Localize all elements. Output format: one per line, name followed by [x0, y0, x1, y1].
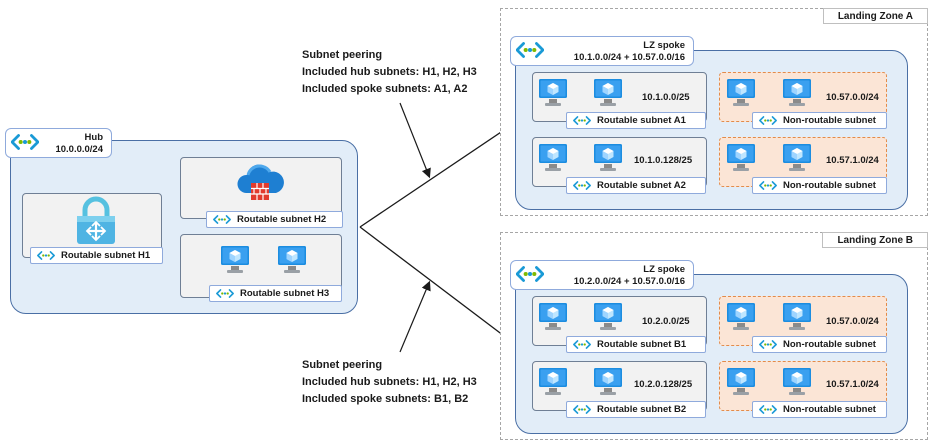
hub-to-spoke-b-line	[359, 226, 517, 346]
peering-a-spoke-subnets: Included spoke subnets: A1, A2	[302, 83, 468, 95]
subnet-label-a2: Routable subnet A2	[566, 177, 706, 194]
peering-a-title: Subnet peering	[302, 49, 383, 61]
subnet-name: Routable subnet H2	[237, 214, 327, 225]
subnet-cidr: 10.2.0.0/25	[642, 316, 690, 327]
subnet-name: Routable subnet H3	[240, 288, 330, 299]
virtual-network-icon	[759, 405, 777, 414]
virtual-network-icon	[11, 133, 39, 151]
subnet-label-h3: Routable subnet H3	[209, 285, 342, 302]
spoke-address: 10.2.0.0/24 + 10.57.0.0/16	[573, 276, 685, 287]
hub-address: 10.0.0.0/24	[55, 144, 103, 155]
peering-a-arrow	[399, 102, 431, 179]
subnet-label-b2: Routable subnet B2	[566, 401, 706, 418]
subnet-cidr: 10.57.1.0/24	[826, 379, 879, 390]
hub-vnet-header: Hub 10.0.0.0/24	[5, 128, 112, 158]
subnet-label-b1: Routable subnet B1	[566, 336, 706, 353]
peering-b-title: Subnet peering	[302, 359, 383, 371]
virtual-machine-icon	[593, 78, 623, 108]
virtual-machine-icon	[782, 302, 812, 332]
virtual-network-icon	[573, 405, 591, 414]
virtual-machine-icon	[782, 143, 812, 173]
subnet-cidr: 10.1.0.0/25	[642, 92, 690, 103]
subnet-label-a1: Routable subnet A1	[566, 112, 706, 129]
subnet-cidr: 10.1.0.128/25	[634, 155, 693, 166]
virtual-machine-icon	[277, 245, 307, 275]
subnet-name: Non-routable subnet	[783, 404, 876, 415]
virtual-network-icon	[573, 340, 591, 349]
virtual-network-icon	[573, 116, 591, 125]
virtual-machine-icon	[538, 78, 568, 108]
virtual-machine-icon	[538, 302, 568, 332]
subnet-name: Routable subnet B1	[597, 339, 687, 350]
peering-a-text: Subnet peering Included hub subnets: H1,…	[302, 47, 477, 98]
peering-b-arrow	[399, 280, 431, 353]
virtual-network-icon	[213, 215, 231, 224]
spoke-name: LZ spoke	[643, 264, 685, 275]
subnet-label-h1: Routable subnet H1	[30, 247, 163, 264]
subnet-name: Non-routable subnet	[783, 180, 876, 191]
subnet-cidr: 10.57.0.0/24	[826, 316, 879, 327]
peering-b-text: Subnet peering Included hub subnets: H1,…	[302, 357, 477, 408]
virtual-network-icon	[759, 181, 777, 190]
lz-a-spoke-header: LZ spoke 10.1.0.0/24 + 10.57.0.0/16	[510, 36, 694, 66]
virtual-machine-icon	[593, 302, 623, 332]
subnet-cidr: 10.2.0.128/25	[634, 379, 693, 390]
subnet-label-nonroutable: Non-routable subnet	[752, 112, 887, 129]
virtual-network-icon	[37, 251, 55, 260]
peering-b-spoke-subnets: Included spoke subnets: B1, B2	[302, 393, 469, 405]
virtual-machine-icon	[220, 245, 250, 275]
subnet-name: Routable subnet B2	[597, 404, 687, 415]
lz-b-spoke-header: LZ spoke 10.2.0.0/24 + 10.57.0.0/16	[510, 260, 694, 290]
virtual-machine-icon	[593, 143, 623, 173]
virtual-network-icon	[516, 41, 544, 59]
virtual-machine-icon	[782, 367, 812, 397]
virtual-machine-icon	[726, 143, 756, 173]
subnet-name: Routable subnet H1	[61, 250, 151, 261]
peering-a-hub-subnets: Included hub subnets: H1, H2, H3	[302, 66, 477, 78]
spoke-address: 10.1.0.0/24 + 10.57.0.0/16	[573, 52, 685, 63]
subnet-cidr: 10.57.0.0/24	[826, 92, 879, 103]
virtual-network-icon	[759, 340, 777, 349]
subnet-name: Non-routable subnet	[783, 115, 876, 126]
virtual-machine-icon	[593, 367, 623, 397]
subnet-label-nonroutable: Non-routable subnet	[752, 177, 887, 194]
virtual-network-icon	[573, 181, 591, 190]
subnet-label-nonroutable: Non-routable subnet	[752, 401, 887, 418]
virtual-machine-icon	[726, 367, 756, 397]
virtual-machine-icon	[538, 367, 568, 397]
virtual-machine-icon	[782, 78, 812, 108]
subnet-label-nonroutable: Non-routable subnet	[752, 336, 887, 353]
virtual-machine-icon	[538, 143, 568, 173]
subnet-label-h2: Routable subnet H2	[206, 211, 343, 228]
firewall-icon	[237, 164, 284, 200]
landing-zone-b-title: Landing Zone B	[822, 232, 928, 248]
virtual-network-icon	[759, 116, 777, 125]
subnet-name: Routable subnet A1	[597, 115, 686, 126]
virtual-network-icon	[516, 265, 544, 283]
landing-zone-a-title: Landing Zone A	[822, 8, 928, 24]
virtual-machine-icon	[726, 78, 756, 108]
subnet-cidr: 10.57.1.0/24	[826, 155, 879, 166]
peering-b-hub-subnets: Included hub subnets: H1, H2, H3	[302, 376, 477, 388]
vpn-gateway-icon	[77, 196, 115, 244]
subnet-name: Routable subnet A2	[597, 180, 686, 191]
virtual-machine-icon	[726, 302, 756, 332]
subnet-name: Non-routable subnet	[783, 339, 876, 350]
hub-name: Hub	[84, 132, 103, 143]
hub-to-spoke-a-line	[359, 121, 517, 228]
spoke-name: LZ spoke	[643, 40, 685, 51]
virtual-network-icon	[216, 289, 234, 298]
